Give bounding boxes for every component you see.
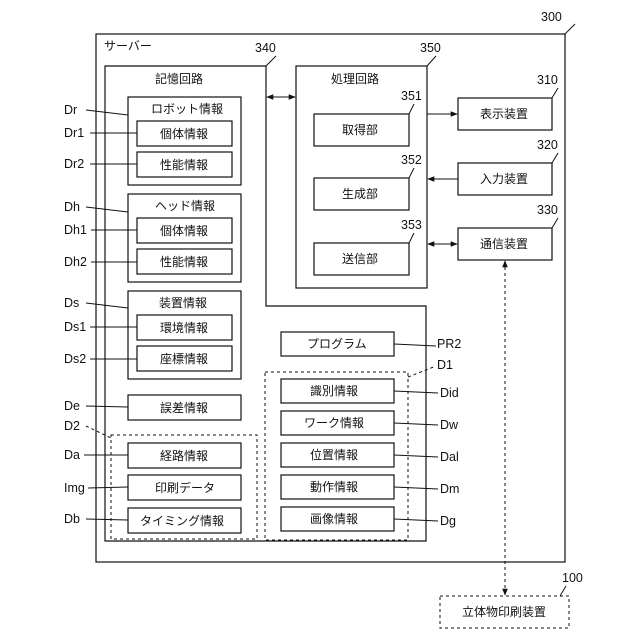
program-ref: PR2 [437, 337, 461, 351]
print-data-ref: Img [64, 481, 85, 495]
processing-title: 処理回路 [331, 71, 379, 86]
robot-performance-ref: Dr2 [64, 157, 84, 171]
generation-unit-ref: 352 [401, 153, 422, 167]
memory-ref: 340 [255, 41, 276, 55]
robot-info-title: ロボット情報 [151, 102, 223, 116]
head-performance-ref: Dh2 [64, 255, 87, 269]
device-coordinate-ref: Ds2 [64, 352, 86, 366]
robot-individual-ref: Dr1 [64, 126, 84, 140]
error-info-label: 誤差情報 [160, 400, 208, 415]
printer-device-ref: 100 [562, 571, 583, 585]
comm-device-ref: 330 [537, 203, 558, 217]
printer-device-label: 立体物印刷装置 [462, 604, 546, 619]
timing-info-label: タイミング情報 [140, 514, 224, 528]
work-info-label: ワーク情報 [304, 416, 364, 430]
head-performance-label: 性能情報 [160, 255, 208, 269]
route-info-label: 経路情報 [160, 448, 208, 463]
program-label: プログラム [307, 337, 367, 351]
robot-info-ref: Dr [64, 103, 77, 117]
route-info-ref: Da [64, 448, 80, 462]
device-coordinate-label: 座標情報 [160, 351, 208, 366]
display-device-label: 表示装置 [480, 107, 528, 121]
timing-info-ref: Db [64, 512, 80, 526]
server-ref: 300 [541, 10, 562, 24]
device-environment-label: 環境情報 [160, 320, 208, 335]
image-info-label: 画像情報 [310, 512, 358, 526]
processing-ref: 350 [420, 41, 441, 55]
robot-performance-label: 性能情報 [160, 158, 208, 172]
memory-title: 記憶回路 [155, 71, 203, 86]
device-info-ref: Ds [64, 296, 79, 310]
head-info-ref: Dh [64, 200, 80, 214]
server-leader [565, 24, 575, 34]
identification-info-ref: Did [440, 386, 459, 400]
server-title: サーバー [104, 39, 152, 53]
image-info-ref: Dg [440, 514, 456, 528]
transmission-unit-label: 送信部 [342, 251, 378, 266]
input-device-ref: 320 [537, 138, 558, 152]
acquisition-unit-ref: 351 [401, 89, 422, 103]
head-info-title: ヘッド情報 [155, 199, 215, 213]
generation-unit-label: 生成部 [342, 186, 378, 201]
work-info-ref: Dw [440, 418, 459, 432]
motion-info-label: 動作情報 [310, 480, 358, 494]
printer-device-leader [560, 586, 566, 596]
input-device-label: 入力装置 [480, 172, 528, 186]
display-device-ref: 310 [537, 73, 558, 87]
device-environment-ref: Ds1 [64, 320, 86, 334]
position-info-label: 位置情報 [310, 447, 358, 462]
head-individual-label: 個体情報 [160, 224, 208, 238]
motion-info-ref: Dm [440, 482, 459, 496]
comm-device-label: 通信装置 [480, 237, 528, 251]
d2-ref: D2 [64, 419, 80, 433]
d1-ref: D1 [437, 358, 453, 372]
device-info-title: 装置情報 [159, 296, 207, 310]
robot-individual-label: 個体情報 [160, 127, 208, 141]
transmission-unit-ref: 353 [401, 218, 422, 232]
acquisition-unit-label: 取得部 [342, 122, 378, 137]
position-info-ref: Dal [440, 450, 459, 464]
error-info-ref: De [64, 399, 80, 413]
print-data-label: 印刷データ [155, 480, 215, 495]
head-individual-ref: Dh1 [64, 223, 87, 237]
identification-info-label: 識別情報 [310, 384, 358, 398]
